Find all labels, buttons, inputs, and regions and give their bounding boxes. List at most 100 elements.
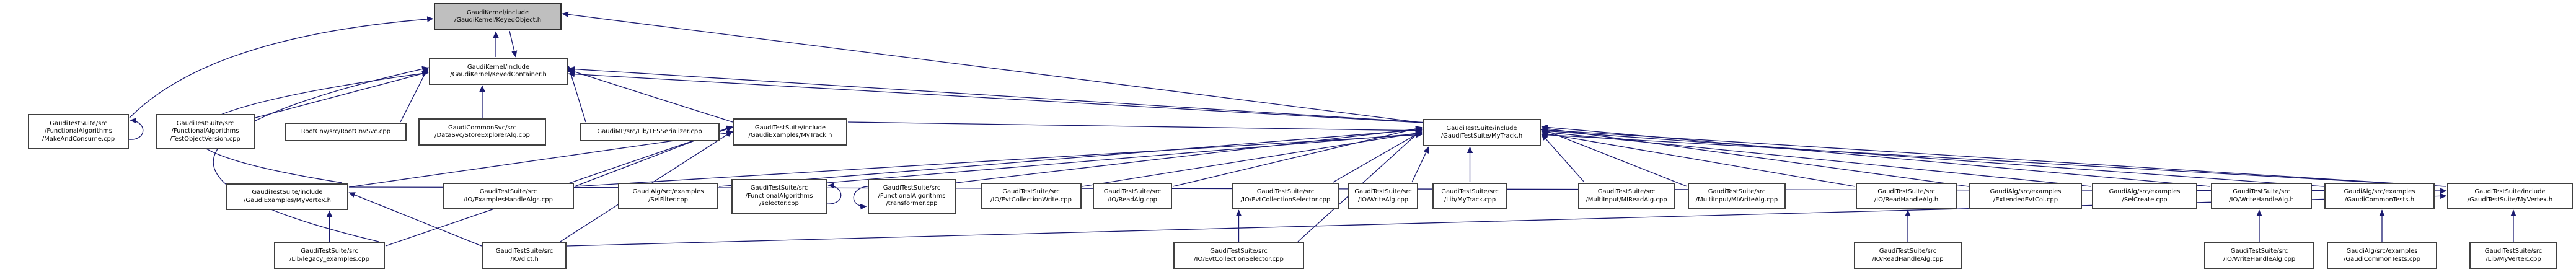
node-make-and-consume-cpp[interactable]: GaudiTestSuite/src/FunctionalAlgorithms/…	[28, 114, 129, 149]
self-loop-selector-cpp	[826, 183, 842, 204]
node-label-line: /GaudiTestSuite/MyVertex.h	[2467, 196, 2553, 203]
node-extended-evt-col-cpp[interactable]: GaudiAlg/src/examples/ExtendedEvtCol.cpp	[1969, 183, 2082, 209]
edge-transformer-cpp-to-gaudi-test-suite-my-track-h	[956, 126, 1423, 183]
edge-examples-handle-algs-cpp-to-gaudi-test-suite-my-track-h	[574, 132, 1423, 187]
node-label-line: GaudiTestSuite/src	[2230, 248, 2288, 255]
node-keyed-object-h[interactable]: GaudiKernel/include/GaudiKernel/KeyedObj…	[434, 3, 562, 30]
node-gaudi-test-suite-my-vertex-h[interactable]: GaudiTestSuite/include/GaudiTestSuite/My…	[2447, 183, 2573, 209]
node-label-line: /MultiInput/MIReadAlg.cpp	[1586, 196, 1667, 203]
node-label-line: /IO/WriteHandleAlg.cpp	[2223, 255, 2296, 263]
node-gaudi-common-tests-h[interactable]: GaudiAlg/src/examples/GaudiCommonTests.h	[2324, 183, 2435, 209]
node-label-line: GaudiTestSuite/include	[2474, 188, 2546, 195]
node-label-line: /IO/EvtCollectionSelector.cpp	[1194, 255, 1284, 263]
node-label-line: /IO/WriteHandleAlg.h	[2229, 196, 2294, 203]
node-label-line: /IO/ReadHandleAlg.cpp	[1872, 255, 1944, 263]
node-label-line: GaudiAlg/src/examples	[2346, 248, 2418, 255]
node-sel-filter-cpp[interactable]: GaudiAlg/src/examples/SelFilter.cpp	[618, 183, 718, 209]
node-label-line: /transformer.cpp	[886, 200, 938, 208]
edge-gaudi-common-tests-h-to-gaudi-test-suite-my-track-h	[1541, 128, 2324, 187]
node-write-alg-cpp[interactable]: GaudiTestSuite/src/IO/WriteAlg.cpp	[1348, 183, 1418, 209]
node-label-line: /FunctionalAlgorithms	[171, 128, 239, 135]
node-store-explorer-alg-cpp[interactable]: GaudiCommonSvc/src/DataSvc/StoreExplorer…	[418, 118, 546, 146]
node-label-line: /GaudiKernel/KeyedObject.h	[454, 17, 542, 24]
node-io-dict-h[interactable]: GaudiTestSuite/src/IO/dict.h	[482, 242, 567, 269]
node-label-line: GaudiTestSuite/src	[883, 185, 941, 192]
node-mi-read-alg-cpp[interactable]: GaudiTestSuite/src/MultiInput/MIReadAlg.…	[1578, 183, 1675, 209]
node-read-handle-alg-h[interactable]: GaudiTestSuite/src/IO/ReadHandleAlg.h	[1856, 183, 1957, 209]
node-label-line: GaudiTestSuite/include	[754, 124, 826, 131]
node-label-line: GaudiTestSuite/src	[1256, 188, 1315, 195]
node-evt-collection-selector-cpp[interactable]: GaudiTestSuite/src/IO/EvtCollectionSelec…	[1232, 183, 1339, 209]
node-label-line: /FunctionalAlgorithms	[878, 192, 946, 200]
node-label-line: /selector.cpp	[759, 200, 799, 208]
node-lib-my-track-cpp[interactable]: GaudiTestSuite/src/Lib/MyTrack.cpp	[1432, 183, 1507, 209]
node-evt-collection-write-cpp[interactable]: GaudiTestSuite/src/IO/EvtCollectionWrite…	[981, 183, 1082, 209]
node-gaudi-test-suite-my-track-h[interactable]: GaudiTestSuite/include/GaudiTestSuite/My…	[1423, 119, 1541, 146]
edge-selector-cpp-to-gaudi-test-suite-my-track-h	[827, 131, 1423, 183]
node-gaudi-examples-my-vertex-h[interactable]: GaudiTestSuite/include/GaudiExamples/MyV…	[226, 183, 348, 210]
node-label-line: GaudiTestSuite/include	[252, 189, 323, 196]
node-sel-create-cpp[interactable]: GaudiAlg/src/examples/SelCreate.cpp	[2092, 183, 2197, 209]
node-label-line: GaudiTestSuite/src	[479, 188, 537, 195]
node-test-object-version-cpp[interactable]: GaudiTestSuite/src/FunctionalAlgorithms/…	[156, 114, 255, 149]
node-label-line: GaudiKernel/include	[467, 63, 530, 71]
edge-legacy-examples-cpp-to-keyed-container-h	[213, 66, 429, 242]
node-label-line: GaudiTestSuite/src	[1708, 188, 1766, 195]
node-label-line: /IO/ReadAlg.cpp	[1107, 196, 1158, 203]
edge-write-alg-cpp-to-gaudi-test-suite-my-track-h	[1411, 146, 1429, 183]
node-label-line: GaudiAlg/src/examples	[1990, 188, 2062, 195]
edge-test-object-version-cpp-to-keyed-container-h	[255, 71, 429, 118]
node-lib-my-vertex-cpp[interactable]: GaudiTestSuite/src/Lib/MyVertex.cpp	[2469, 242, 2557, 269]
node-evt-collection-selector-cpp-b[interactable]: GaudiTestSuite/src/IO/EvtCollectionSelec…	[1173, 242, 1304, 269]
edge-read-handle-alg-h-to-gaudi-test-suite-my-track-h	[1541, 131, 1856, 187]
node-label-line: GaudiTestSuite/src	[1354, 188, 1412, 195]
node-label-line: GaudiTestSuite/src	[50, 120, 107, 127]
node-label-line: /GaudiCommonTests.cpp	[2343, 255, 2421, 263]
edge-keyed-object-h-to-keyed-container-h	[509, 30, 518, 58]
node-label-line: GaudiKernel/include	[466, 9, 529, 16]
node-write-handle-alg-cpp[interactable]: GaudiTestSuite/src/IO/WriteHandleAlg.cpp	[2204, 242, 2314, 269]
node-examples-handle-algs-cpp[interactable]: GaudiTestSuite/src/IO/ExamplesHandleAlgs…	[443, 183, 574, 209]
node-selector-cpp[interactable]: GaudiTestSuite/src/FunctionalAlgorithms/…	[731, 179, 827, 214]
node-read-alg-cpp[interactable]: GaudiTestSuite/src/IO/ReadAlg.cpp	[1093, 183, 1172, 209]
node-label-line: /Lib/MyVertex.cpp	[2486, 255, 2541, 263]
node-label-line: GaudiTestSuite/src	[1877, 188, 1935, 195]
node-label-line: /Lib/MyTrack.cpp	[1444, 196, 1496, 203]
node-label-line: GaudiTestSuite/src	[1103, 188, 1162, 195]
node-label-line: /IO/EvtCollectionWrite.cpp	[990, 196, 1072, 203]
edge-io-dict-h-to-gaudi-examples-my-vertex-h	[348, 192, 482, 247]
node-write-handle-alg-h[interactable]: GaudiTestSuite/src/IO/WriteHandleAlg.h	[2211, 183, 2312, 209]
node-mi-write-alg-cpp[interactable]: GaudiTestSuite/src/MultiInput/MIWriteAlg…	[1688, 183, 1786, 209]
node-label-line: GaudiMP/src/Lib/TESSerializer.cpp	[597, 128, 702, 135]
node-root-cnv-svc-cpp[interactable]: RootCnv/src/RootCnvSvc.cpp	[285, 123, 407, 141]
node-label-line: GaudiAlg/src/examples	[2109, 188, 2181, 195]
node-label-line: GaudiTestSuite/src	[301, 248, 358, 255]
node-label-line: GaudiCommonSvc/src	[448, 124, 517, 131]
node-legacy-examples-cpp[interactable]: GaudiTestSuite/src/Lib/legacy_examples.c…	[274, 242, 385, 269]
edge-gaudi-examples-my-vertex-h-to-gaudi-examples-my-track-h	[348, 130, 733, 188]
node-label-line: GaudiTestSuite/src	[750, 185, 808, 192]
node-keyed-container-h[interactable]: GaudiKernel/include/GaudiKernel/KeyedCon…	[429, 58, 568, 85]
edge-read-alg-cpp-to-gaudi-test-suite-my-track-h	[1172, 126, 1423, 187]
node-transformer-cpp[interactable]: GaudiTestSuite/src/FunctionalAlgorithms/…	[868, 179, 956, 214]
node-label-line: /SelCreate.cpp	[2122, 196, 2168, 203]
node-label-line: /IO/dict.h	[510, 255, 539, 263]
node-label-line: /FunctionalAlgorithms	[45, 128, 112, 135]
edge-mi-write-alg-cpp-to-gaudi-test-suite-my-track-h	[1541, 128, 1688, 187]
edge-sel-create-cpp-to-gaudi-test-suite-my-track-h	[1541, 129, 2092, 187]
node-tes-serializer-cpp[interactable]: GaudiMP/src/Lib/TESSerializer.cpp	[580, 123, 720, 141]
edge-sel-filter-cpp-to-gaudi-test-suite-my-track-h	[718, 127, 1423, 187]
node-gaudi-common-tests-cpp[interactable]: GaudiAlg/src/examples/GaudiCommonTests.c…	[2327, 242, 2437, 269]
node-label-line: GaudiTestSuite/src	[495, 248, 554, 255]
node-label-line: /TestObjectVersion.cpp	[170, 135, 240, 143]
self-loop-transformer-cpp	[853, 186, 868, 210]
node-label-line: /SelFilter.cpp	[648, 196, 688, 203]
node-label-line: GaudiTestSuite/src	[1002, 188, 1060, 195]
node-gaudi-examples-my-track-h[interactable]: GaudiTestSuite/include/GaudiExamples/MyT…	[733, 118, 847, 146]
edge-write-handle-alg-h-to-gaudi-test-suite-my-track-h	[1541, 124, 2211, 187]
node-label-line: /ExtendedEvtCol.cpp	[1993, 196, 2058, 203]
node-label-line: GaudiAlg/src/examples	[2344, 188, 2415, 195]
edge-evt-collection-selector-cpp-to-gaudi-test-suite-my-track-h	[1333, 131, 1423, 183]
node-read-handle-alg-cpp[interactable]: GaudiTestSuite/src/IO/ReadHandleAlg.cpp	[1854, 242, 1962, 269]
